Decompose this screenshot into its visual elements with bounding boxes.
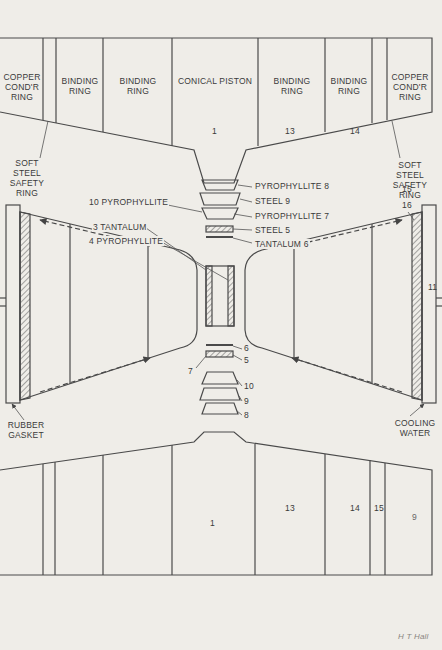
callout-number: 1 <box>212 126 217 136</box>
callout-number: 13 <box>285 126 295 136</box>
part-label: H T Hall <box>398 632 429 642</box>
callout-number: 11 <box>428 282 437 292</box>
callout-number: 1 <box>210 518 215 528</box>
belt-ring-divisions <box>70 224 372 384</box>
belt-left <box>20 212 197 400</box>
cooling-jacket-left <box>20 212 30 400</box>
upper-ring-divisions <box>43 38 387 146</box>
leader-lines <box>12 121 424 420</box>
part-label: BINDING RING <box>112 76 164 96</box>
belt-right <box>245 212 422 400</box>
part-label: RUBBER GASKET <box>3 420 49 440</box>
part-label: PYROPHYLLITE 7 <box>254 211 330 221</box>
part-label: BINDING RING <box>327 76 371 96</box>
lower-ring-divisions <box>43 444 385 575</box>
part-label: 3 TANTALUM <box>92 222 147 232</box>
part-label: BINDING RING <box>58 76 102 96</box>
pyrophyllite-4 <box>228 266 234 326</box>
part-label: STEEL 5 <box>254 225 291 235</box>
callout-number: 14 <box>350 126 360 136</box>
lower-piston-outline <box>0 432 432 575</box>
gasket-plate-left <box>6 205 20 403</box>
callout-number: 8 <box>244 410 249 420</box>
tantalum-6-upper <box>206 236 233 238</box>
pyrophyllite-8-upper <box>202 180 238 190</box>
part-label: CONICAL PISTON <box>174 76 256 86</box>
callout-number: 7 <box>188 366 193 376</box>
water-pipes <box>0 298 442 306</box>
tantalum-3 <box>206 266 212 326</box>
part-label: 4 PYROPHYLLITE <box>88 236 164 246</box>
part-label: COPPER COND'R RING <box>389 72 431 102</box>
callout-number: 6 <box>244 343 249 353</box>
callout-number: 16 <box>402 200 412 210</box>
gasket-plate-right <box>422 205 436 403</box>
part-label: BINDING RING <box>262 76 322 96</box>
cooling-flow-arrows <box>40 220 402 392</box>
part-label: SOFT STEEL SAFETY RING <box>384 160 436 200</box>
callout-number: 14 <box>350 503 360 513</box>
callout-number: 10 <box>244 381 254 391</box>
part-label: COOLING WATER <box>391 418 439 438</box>
steel-9-upper <box>200 193 240 205</box>
upper-piston-outline <box>0 38 432 183</box>
callout-number: 9 <box>244 396 249 406</box>
callout-number: 15 <box>374 503 384 513</box>
cooling-jacket-right <box>412 212 422 400</box>
part-label: TANTALUM 6 <box>254 239 310 249</box>
part-label: COPPER COND'R RING <box>1 72 43 102</box>
steel-5-lower <box>206 351 233 357</box>
callout-number: 13 <box>285 503 295 513</box>
part-label: PYROPHYLLITE 8 <box>254 181 330 191</box>
callout-number: 15 <box>402 184 412 194</box>
part-label: 10 PYROPHYLLITE <box>88 197 169 207</box>
steel-9-lower <box>200 388 240 400</box>
callout-number: 5 <box>244 355 249 365</box>
pyrophyllite-8-lower <box>202 403 238 414</box>
pyrophyllite-10-lower <box>202 372 238 384</box>
part-label: SOFT STEEL SAFETY RING <box>3 158 51 198</box>
steel-5-upper <box>206 226 233 232</box>
callout-number: 9 <box>412 512 417 522</box>
tantalum-6-lower <box>206 344 233 346</box>
part-label: STEEL 9 <box>254 196 291 206</box>
pyrophyllite-10-upper <box>202 208 238 219</box>
